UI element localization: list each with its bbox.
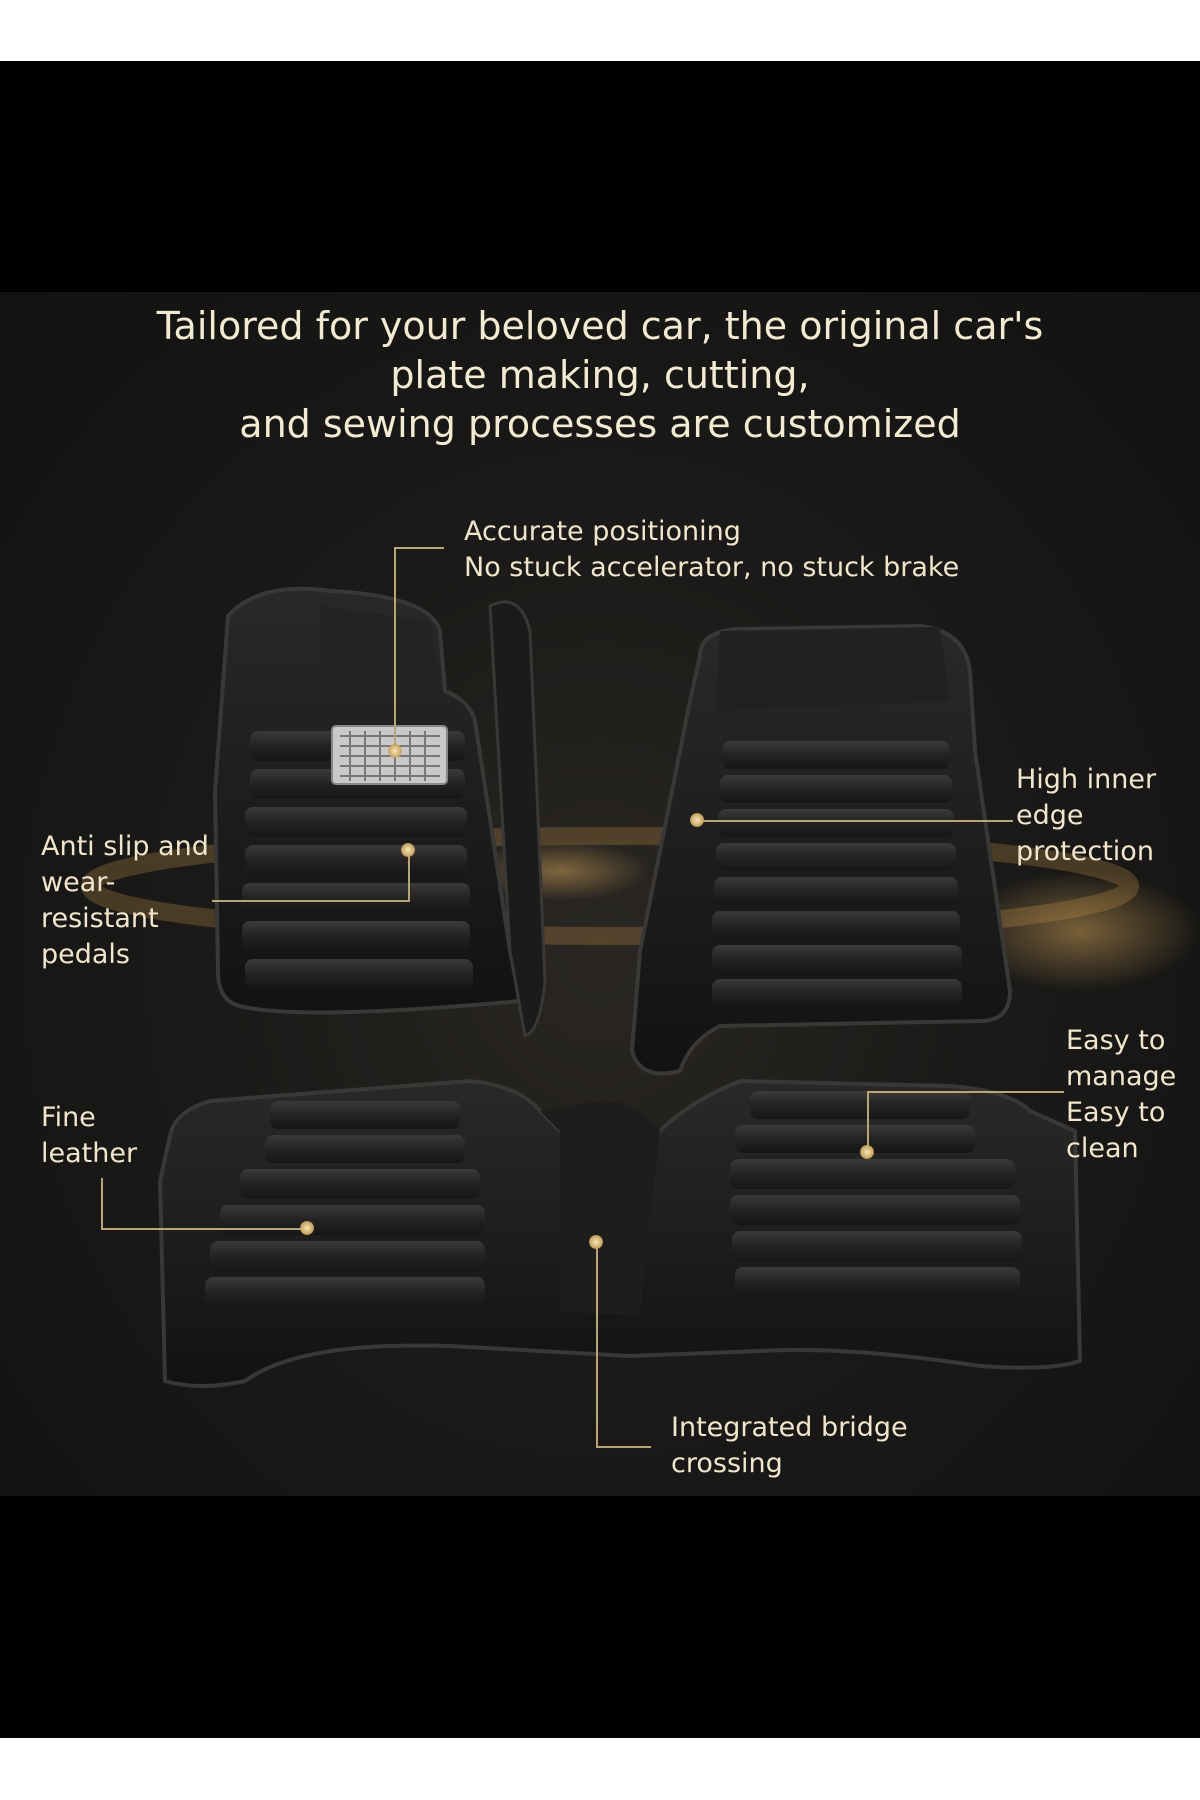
leader-line	[697, 820, 1013, 822]
leader-line	[408, 852, 410, 902]
leader-line	[212, 900, 410, 902]
glow-dot-icon	[589, 1235, 603, 1249]
callout-text: Easy to	[1066, 1097, 1166, 1128]
headline: Tailored for your beloved car, the origi…	[0, 302, 1200, 449]
leader-line	[596, 1446, 651, 1448]
callout-fine-leather: Fine leather	[41, 1100, 137, 1172]
headline-line-2: plate making, cutting,	[390, 353, 810, 397]
leader-line	[867, 1091, 1064, 1093]
top-black-band	[0, 61, 1200, 292]
leader-line	[101, 1228, 306, 1230]
car-floor-mats-illustration	[81, 586, 1200, 1388]
leader-line	[101, 1178, 103, 1230]
callout-text: protection	[1016, 836, 1154, 867]
callout-text: resistant	[41, 903, 159, 934]
callout-text: High inner	[1016, 764, 1157, 795]
front-left-ribs	[242, 731, 473, 989]
callout-text: clean	[1066, 1133, 1139, 1164]
headline-line-3: and sewing processes are customized	[239, 402, 961, 446]
callout-text: edge	[1016, 800, 1084, 831]
callout-text: Accurate positioning	[464, 516, 741, 547]
callout-integrated-bridge: Integrated bridge crossing	[671, 1410, 908, 1482]
leader-line	[867, 1091, 869, 1151]
bottom-black-band	[0, 1496, 1200, 1738]
front-right-mat	[629, 623, 1013, 1076]
glow-dot-icon	[300, 1221, 314, 1235]
leader-line	[394, 547, 444, 549]
callout-text: No stuck accelerator, no stuck brake	[464, 552, 960, 583]
callout-anti-slip: Anti slip and wear- resistant pedals	[41, 829, 209, 973]
glow-dot-icon	[860, 1145, 874, 1159]
glow-dot-icon	[690, 813, 704, 827]
callout-text: Integrated bridge	[671, 1412, 908, 1443]
callout-text: Anti slip and	[41, 831, 209, 862]
headline-line-1: Tailored for your beloved car, the origi…	[156, 304, 1044, 348]
callout-text: crossing	[671, 1448, 783, 1479]
callout-easy-manage-clean: Easy to manage Easy to clean	[1066, 1023, 1176, 1167]
callout-high-inner-edge: High inner edge protection	[1016, 762, 1156, 870]
rear-right-ribs	[730, 1091, 1022, 1297]
glow-dot-icon	[388, 744, 402, 758]
callout-text: pedals	[41, 939, 131, 970]
callout-text: Easy to	[1066, 1025, 1166, 1056]
front-right-ribs	[712, 741, 962, 1007]
leader-line	[394, 547, 396, 752]
callout-accurate-positioning: Accurate positioning No stuck accelerato…	[464, 514, 959, 586]
leader-line	[596, 1243, 598, 1448]
callout-text: manage	[1066, 1061, 1177, 1092]
rear-integrated-mat	[157, 1078, 1083, 1388]
golden-swirl-decoration	[81, 827, 1200, 991]
rear-left-ribs	[205, 1101, 485, 1307]
front-left-mat	[212, 586, 547, 1038]
callout-text: leather	[41, 1138, 138, 1169]
callout-text: Fine	[41, 1102, 96, 1133]
glow-dot-icon	[401, 843, 415, 857]
callout-text: wear-	[41, 867, 116, 898]
